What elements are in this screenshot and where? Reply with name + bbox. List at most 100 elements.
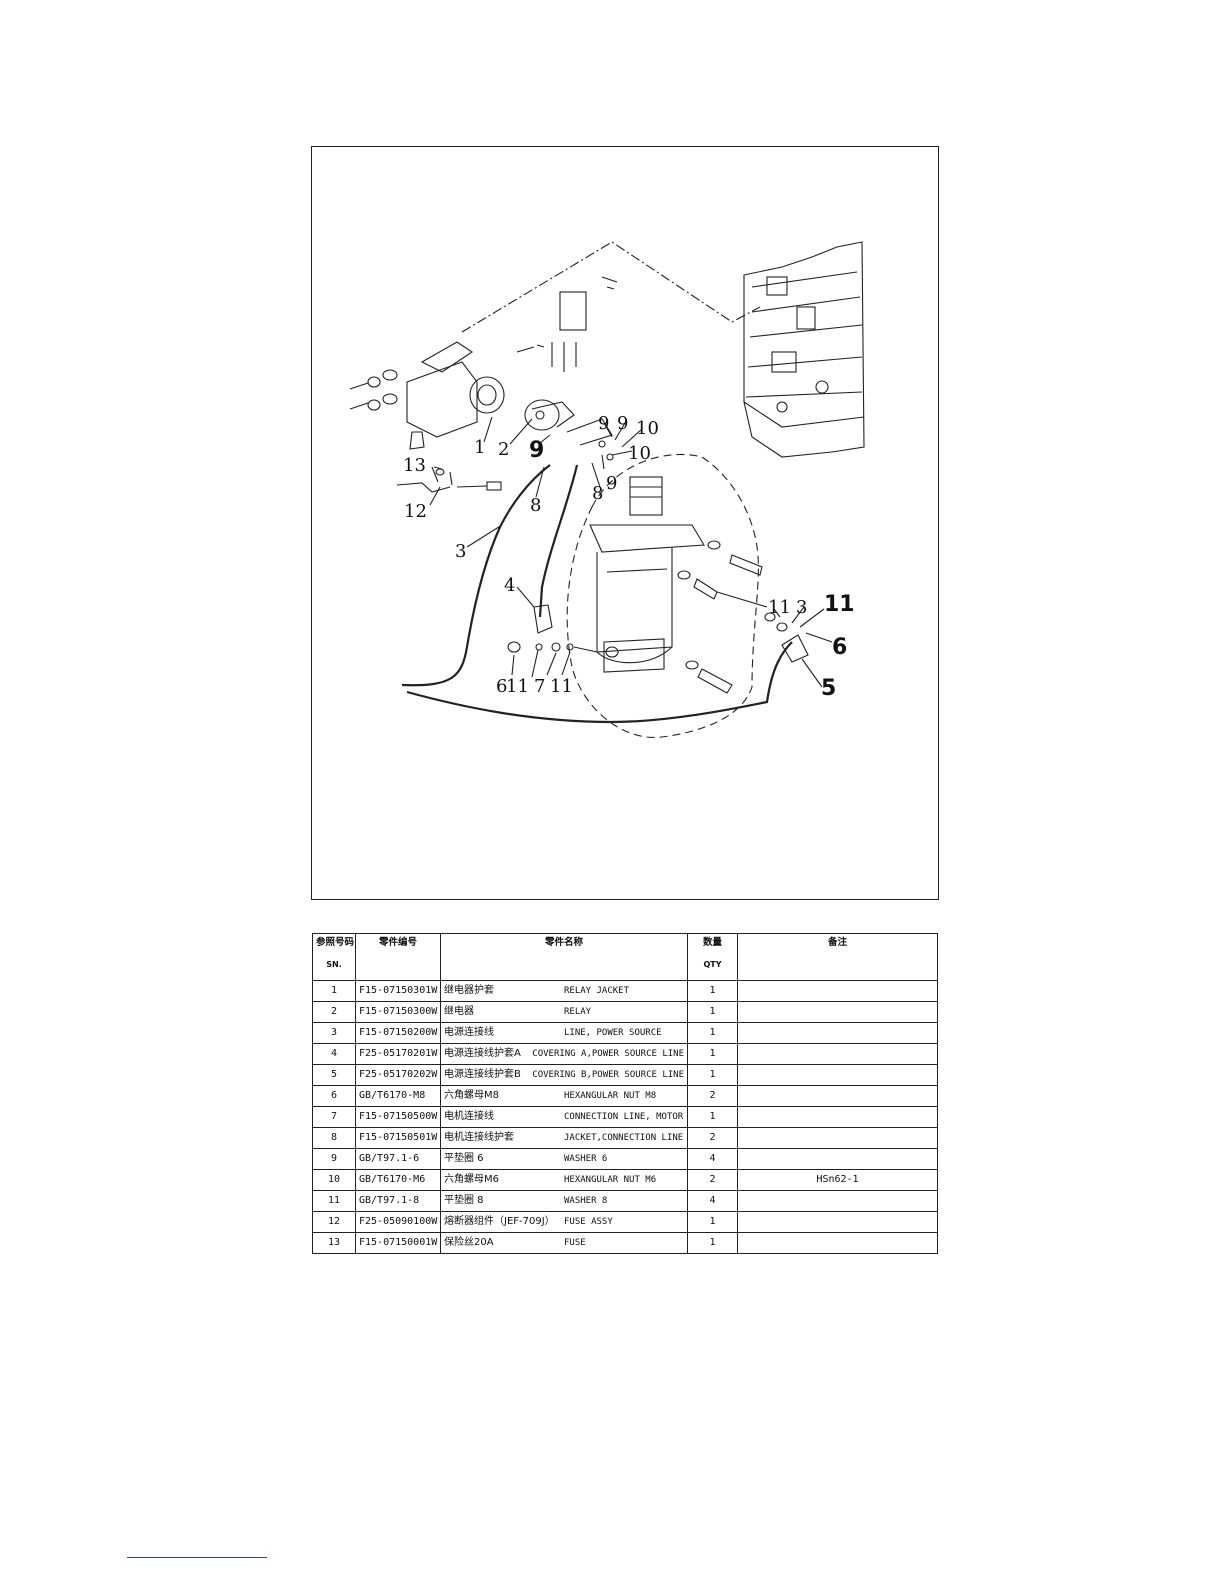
cell-sn: 13 — [312, 1232, 356, 1254]
header-part-no: 零件编号 — [355, 933, 441, 981]
cell-name-zh: 电机连接线 — [444, 1111, 494, 1122]
cell-qty: 1 — [687, 1022, 738, 1044]
callout-label: 9 — [606, 473, 617, 494]
callout-label: 13 — [403, 455, 426, 476]
cell-part-no: F15-07150301W — [355, 980, 441, 1002]
cell-name: 熔断器组件（JEF-709J）FUSE ASSY — [440, 1211, 688, 1233]
cell-sn: 7 — [312, 1106, 356, 1128]
header-name: 零件名称 — [440, 933, 688, 981]
name-wrap: 六角螺母M6 HEXANGULAR NUT M6 — [444, 1171, 684, 1190]
callout-label: 11 — [506, 676, 529, 697]
cell-name-zh: 保险丝20A — [444, 1237, 494, 1248]
cell-name-zh: 六角螺母M6 — [444, 1174, 499, 1185]
cell-sn: 6 — [312, 1085, 356, 1107]
callout-label: 10 — [628, 443, 651, 464]
header-sn-en: SN. — [326, 960, 342, 969]
cell-remarks — [737, 1211, 938, 1233]
relay-drawing — [524, 399, 614, 461]
header-qty: 数量 QTY — [687, 933, 738, 981]
cell-qty: 1 — [687, 1064, 738, 1086]
cell-sn: 4 — [312, 1043, 356, 1065]
cell-remarks — [737, 1148, 938, 1170]
cell-part-no: F25-05170201W — [355, 1043, 441, 1065]
cell-remarks — [737, 1022, 938, 1044]
cell-remarks — [737, 1064, 938, 1086]
cell-sn: 5 — [312, 1064, 356, 1086]
cell-name: 电源连接线 LINE, POWER SOURCE — [440, 1022, 688, 1044]
cell-name-zh: 六角螺母M8 — [444, 1090, 499, 1101]
reference-line — [461, 241, 761, 333]
callout-label: 11 — [550, 676, 573, 697]
washer-nut-group-drawing — [507, 641, 598, 653]
cell-name: 六角螺母M8 HEXANGULAR NUT M8 — [440, 1085, 688, 1107]
callout-label: 6 — [832, 635, 847, 660]
bottom-cable-drawing — [406, 641, 793, 724]
cell-name-en: CONNECTION LINE, MOTOR — [564, 1112, 684, 1122]
cell-sn: 9 — [312, 1148, 356, 1170]
cell-name-zh: 平垫圈 6 — [444, 1153, 484, 1164]
header-sn: 参照号码 SN. — [312, 933, 356, 981]
cell-part-no: GB/T6170-M8 — [355, 1085, 441, 1107]
callout-label: 6 — [496, 676, 507, 697]
callout-label: 3 — [796, 597, 807, 618]
cell-name-en: HEXANGULAR NUT M8 — [564, 1091, 657, 1101]
cell-remarks — [737, 1043, 938, 1065]
callout-label: 8 — [530, 495, 541, 516]
cell-remarks — [737, 1190, 938, 1212]
cell-part-no: F15-07150001W — [355, 1232, 441, 1254]
starter-motor-drawing — [589, 476, 705, 673]
callout-label: 8 — [592, 483, 603, 504]
cell-remarks — [737, 1106, 938, 1128]
cell-sn: 8 — [312, 1127, 356, 1149]
cell-remarks: HSn62-1 — [737, 1169, 938, 1191]
callout-label: 9 — [617, 413, 628, 434]
callout-label: 3 — [455, 541, 466, 562]
cell-name-en: JACKET,CONNECTION LINE — [564, 1133, 684, 1143]
table-header-row: 参照号码 SN. 零件编号 零件名称 数量 QTY 备注 — [312, 933, 938, 981]
cell-name-zh: 熔断器组件（JEF-709J） — [444, 1216, 555, 1227]
cell-name: 六角螺母M6 HEXANGULAR NUT M6 — [440, 1169, 688, 1191]
cell-qty: 1 — [687, 1043, 738, 1065]
callout-label: 11 — [768, 597, 791, 618]
header-qty-zh: 数量 — [702, 937, 722, 948]
cell-sn: 3 — [312, 1022, 356, 1044]
cell-name-en: LINE, POWER SOURCE — [564, 1028, 662, 1038]
header-remarks: 备注 — [737, 933, 938, 981]
cell-part-no: F15-07150300W — [355, 1001, 441, 1023]
cell-qty: 1 — [687, 1211, 738, 1233]
footer-link-underline — [127, 1557, 267, 1558]
cell-name-zh: 电源连接线护套B — [444, 1069, 521, 1080]
callout-label: 10 — [636, 418, 659, 439]
cell-name-en: HEXANGULAR NUT M6 — [564, 1175, 657, 1185]
callout-label: 2 — [498, 439, 509, 460]
cell-part-no: F25-05090100W — [355, 1211, 441, 1233]
cell-sn: 12 — [312, 1211, 356, 1233]
starter-motor-outline — [566, 453, 759, 738]
cell-qty: 2 — [687, 1127, 738, 1149]
cell-name-zh: 电源连接线 — [444, 1027, 494, 1038]
callout-label: 9 — [529, 438, 544, 463]
cell-part-no: F15-07150500W — [355, 1106, 441, 1128]
